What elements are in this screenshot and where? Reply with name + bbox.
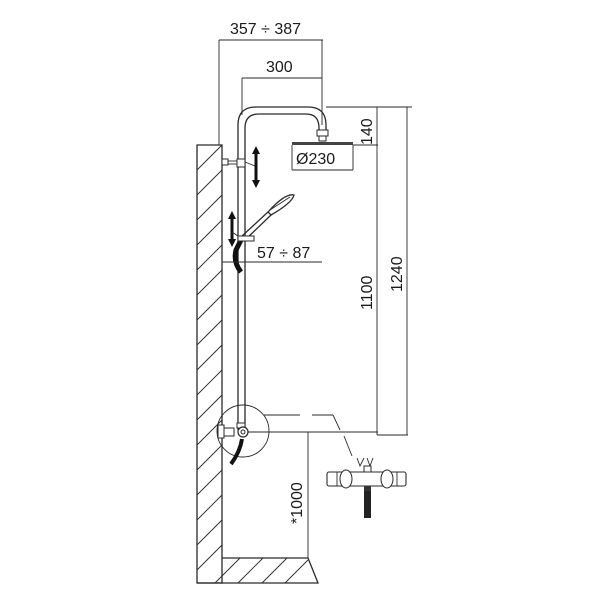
shower-head: Ø230	[291, 129, 354, 171]
label-valve-height: *1000	[289, 482, 306, 524]
handshower-adjust-arrow-icon	[228, 211, 239, 247]
riser-and-arm	[237, 106, 327, 430]
label-arm-reach: 300	[266, 59, 293, 76]
bracket-adjust-arrow-icon	[252, 146, 260, 188]
label-head-to-valve: 1100	[359, 275, 376, 310]
label-head-drop: 140	[359, 118, 376, 145]
callout-leader	[264, 414, 353, 457]
label-head-diameter: Ø230	[296, 151, 335, 168]
label-wall-projection: 357 ÷ 387	[230, 21, 301, 38]
wall-bracket	[221, 158, 256, 168]
wall-section	[196, 144, 223, 584]
label-holder-range: 57 ÷ 87	[257, 245, 310, 262]
dimension-valve-height: *1000	[289, 432, 309, 558]
dimension-head-to-valve: 1100	[359, 145, 378, 435]
hand-shower	[232, 194, 295, 274]
dimension-head-drop: 140	[326, 106, 412, 146]
label-overall-height: 1240	[389, 256, 406, 292]
dimension-overall-height: 1240	[377, 107, 408, 436]
dimension-holder-range: 57 ÷ 87	[222, 245, 322, 263]
mixer-valve-detail	[216, 404, 378, 466]
thermostatic-mixer-front	[326, 457, 407, 518]
dimension-arm-reach: 300	[241, 59, 322, 115]
floor-section	[197, 557, 319, 584]
dimension-wall-projection: 357 ÷ 387	[218, 21, 323, 145]
